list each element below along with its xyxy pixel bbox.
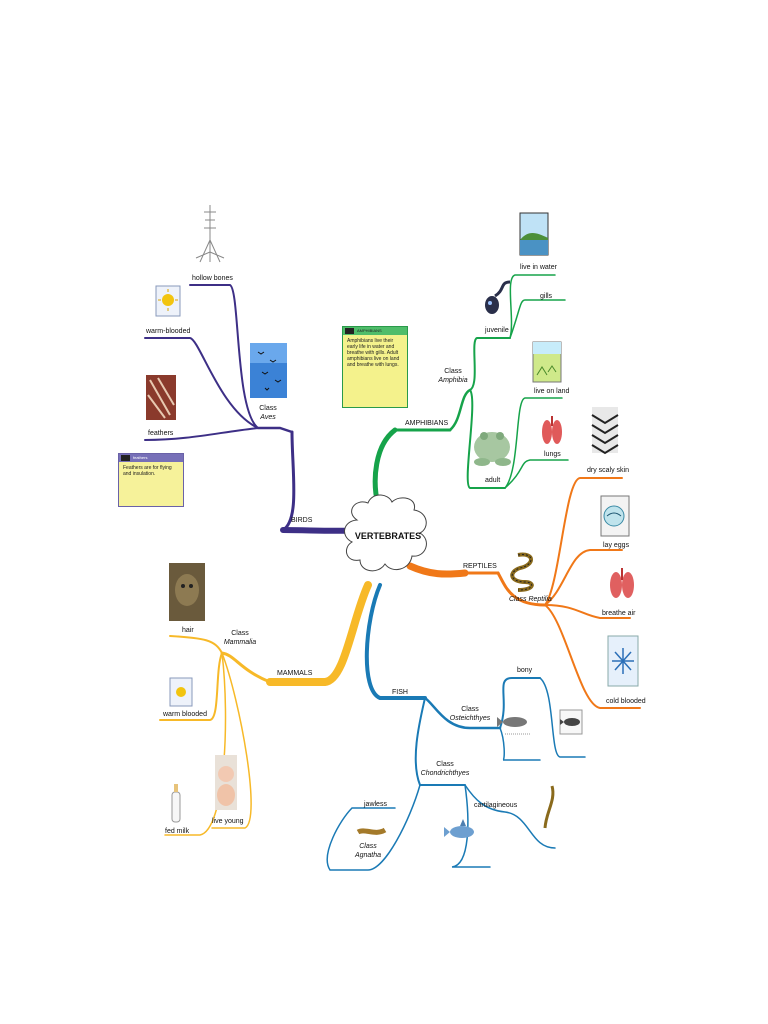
birds-class-line2: Aves xyxy=(260,414,276,421)
note-tag-icon xyxy=(121,455,130,461)
mammals-class-line2: Mammalia xyxy=(223,639,257,646)
snowflake-icon xyxy=(607,635,639,687)
amphibians-leaf-live-in-water[interactable]: live in water xyxy=(520,264,557,271)
mammals-label[interactable]: MAMMALS xyxy=(277,670,313,677)
scales-icon xyxy=(591,407,619,455)
amphibians-note-text: Amphibians live their early life in wate… xyxy=(347,338,400,368)
seahorse-icon xyxy=(543,785,555,829)
mammals-leaf-hair[interactable]: hair xyxy=(182,627,194,634)
bottle-icon xyxy=(171,784,181,823)
amphibians-leaf-gills[interactable]: gills xyxy=(540,293,553,300)
birds-leaf-feathers[interactable]: feathers xyxy=(148,430,174,437)
fish-cart-class-line2: Chondrichthyes xyxy=(420,770,470,777)
reptiles-branch xyxy=(406,477,641,709)
mammals-leaf-fed-milk[interactable]: fed milk xyxy=(165,828,190,835)
note-tag-icon xyxy=(345,328,354,334)
frog-photo xyxy=(474,432,511,466)
birds-note: feathers Feathers are for flying and ins… xyxy=(118,453,184,507)
fish-cart-class-line1: Class xyxy=(436,761,454,768)
center-topic[interactable]: VERTEBRATES xyxy=(354,531,422,541)
fish-branch xyxy=(326,583,586,871)
eggs-icon xyxy=(600,495,630,537)
birds-note-text: Feathers are for flying and insulation. xyxy=(123,465,172,477)
fish-leaf-cartilagineous[interactable]: cartilagineous xyxy=(474,802,518,809)
sun-icon xyxy=(169,677,193,707)
baby-photo xyxy=(215,755,237,810)
amphibians-class-line2: Amphibia xyxy=(438,377,468,384)
mammals-class-line1: Class xyxy=(231,630,249,637)
amphibians-note-header: AMPHIBIANS xyxy=(343,327,407,335)
mammals-leaf-live-young[interactable]: live young xyxy=(212,818,244,825)
center-cloud xyxy=(344,494,427,572)
mammals-leaf-warm-blooded[interactable]: warm blooded xyxy=(163,711,207,718)
lamprey-icon xyxy=(356,827,387,835)
amphibians-leaf-adult[interactable]: adult xyxy=(485,477,501,484)
fish-bony-class-line2: Osteichthyes xyxy=(449,715,491,722)
birds-photo xyxy=(250,343,287,398)
tadpole-icon xyxy=(485,280,511,314)
fish-bony-class-line1: Class xyxy=(461,706,479,713)
pond-icon xyxy=(519,212,549,256)
fish-icon xyxy=(497,717,530,735)
skeleton-icon xyxy=(195,205,225,263)
reptiles-leaf-lay-eggs[interactable]: lay eggs xyxy=(603,542,630,549)
amphibians-label[interactable]: AMPHIBIANS xyxy=(405,420,449,427)
reptiles-leaf-cold-blooded[interactable]: cold blooded xyxy=(606,698,646,705)
reptiles-label[interactable]: REPTILES xyxy=(463,563,497,570)
sun-icon xyxy=(155,285,181,317)
birds-branch xyxy=(144,284,363,534)
birds-leaf-warm-blooded[interactable]: warm-blooded xyxy=(146,328,191,335)
fish-jawless-class-line2: Agnatha xyxy=(354,852,382,859)
monkey-photo xyxy=(169,563,205,621)
meadow-icon xyxy=(532,341,562,383)
amphibians-leaf-live-on-land[interactable]: live on land xyxy=(534,388,570,395)
reptiles-class: Class Reptilia xyxy=(509,596,552,603)
mammals-branch xyxy=(159,581,372,836)
birds-leaf-hollow-bones[interactable]: hollow bones xyxy=(192,275,233,282)
fish-jawless-class-line1: Class xyxy=(359,843,377,850)
fish-leaf-bony[interactable]: bony xyxy=(517,667,533,674)
birds-note-title: feathers xyxy=(133,455,148,460)
lungs-icon xyxy=(542,416,562,444)
amphibians-note: AMPHIBIANS Amphibians live their early l… xyxy=(342,326,408,408)
amphibians-class-line1: Class xyxy=(444,368,462,375)
amphibians-leaf-lungs[interactable]: lungs xyxy=(544,451,561,458)
fish-icon xyxy=(559,709,583,735)
shark-icon xyxy=(444,819,474,838)
snake-icon xyxy=(510,552,534,592)
amphibians-leaf-juvenile[interactable]: juvenile xyxy=(485,327,509,334)
feathers-photo xyxy=(146,375,176,420)
birds-class-line1: Class xyxy=(259,405,277,412)
birds-note-header: feathers xyxy=(119,454,183,462)
reptiles-leaf-dry-scaly-skin[interactable]: dry scaly skin xyxy=(587,467,630,474)
amphibians-note-title: AMPHIBIANS xyxy=(357,328,382,333)
lungs-icon xyxy=(610,568,634,598)
fish-leaf-jawless[interactable]: jawless xyxy=(364,801,387,808)
reptiles-leaf-breathe-air[interactable]: breathe air xyxy=(602,610,636,617)
birds-label[interactable]: BIRDS xyxy=(291,517,313,524)
fish-label[interactable]: FISH xyxy=(392,689,408,696)
